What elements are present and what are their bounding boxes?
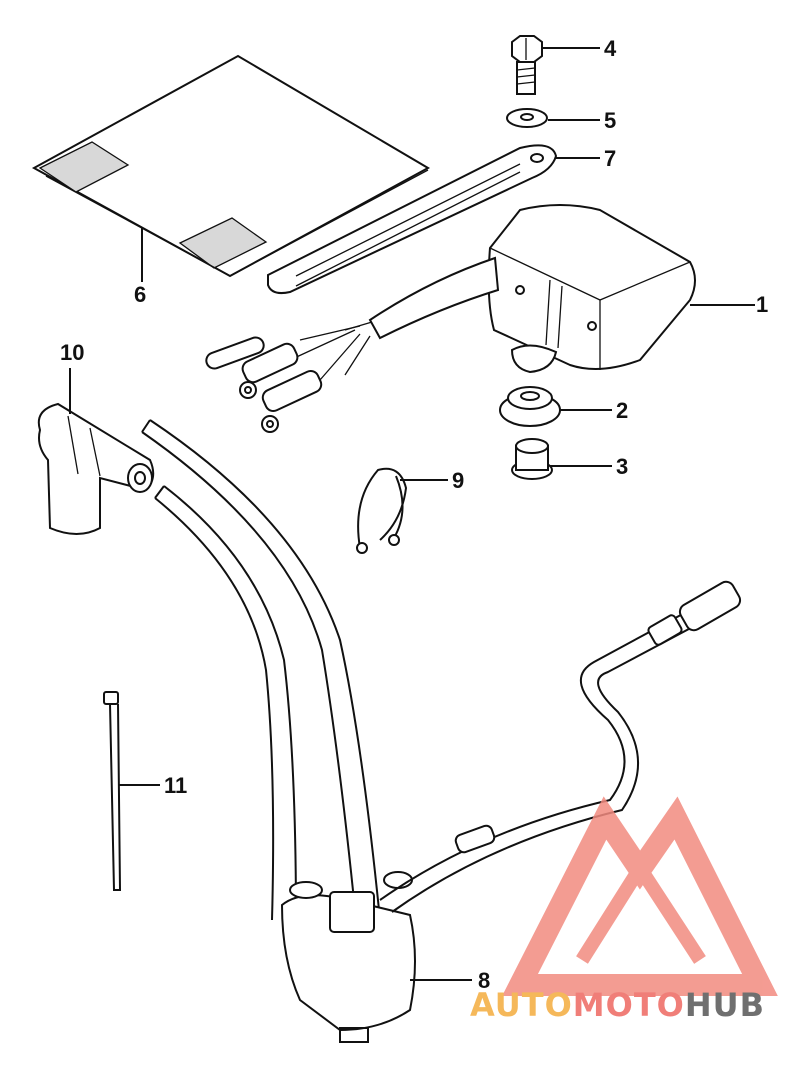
callout-7: 7: [604, 146, 616, 171]
callout-1: 1: [756, 292, 768, 317]
watermark-auto: AUTO: [470, 986, 573, 1024]
callout-9: 9: [452, 468, 464, 493]
leader-lines: [69, 47, 755, 981]
part-1-cdi-unit: [205, 204, 696, 433]
part-10-plug-cap: [37, 402, 155, 535]
callout-8: 8: [478, 968, 490, 993]
callout-11: 11: [164, 773, 187, 798]
callout-5: 5: [604, 108, 616, 133]
watermark-text: AUTOMOTOHUB: [470, 986, 765, 1024]
callout-6: 6: [134, 282, 146, 307]
callout-labels: 1 2 3 4 5 6 7 8 9 10 11: [60, 36, 768, 993]
part-7-strap: [267, 144, 558, 295]
watermark-logo-mark: [502, 796, 778, 996]
part-6-sheet: [31, 54, 431, 278]
callout-2: 2: [616, 398, 628, 423]
part-9-clamp: [356, 467, 408, 554]
watermark-moto: MOTO: [573, 986, 685, 1024]
part-5-washer: [506, 108, 548, 128]
watermark-hub: HUB: [685, 986, 765, 1024]
part-4-bolt: [511, 35, 543, 95]
svg-text:AUTOMOTOHUB: AUTOMOTOHUB: [470, 986, 765, 1024]
callout-3: 3: [616, 454, 628, 479]
part-2-grommet: [499, 386, 561, 427]
part-11-cable-tie: [103, 691, 122, 891]
callout-10: 10: [60, 340, 84, 365]
part-3-collar: [511, 438, 553, 480]
part-8-ignition-coil: [141, 419, 742, 1043]
callout-4: 4: [604, 36, 617, 61]
